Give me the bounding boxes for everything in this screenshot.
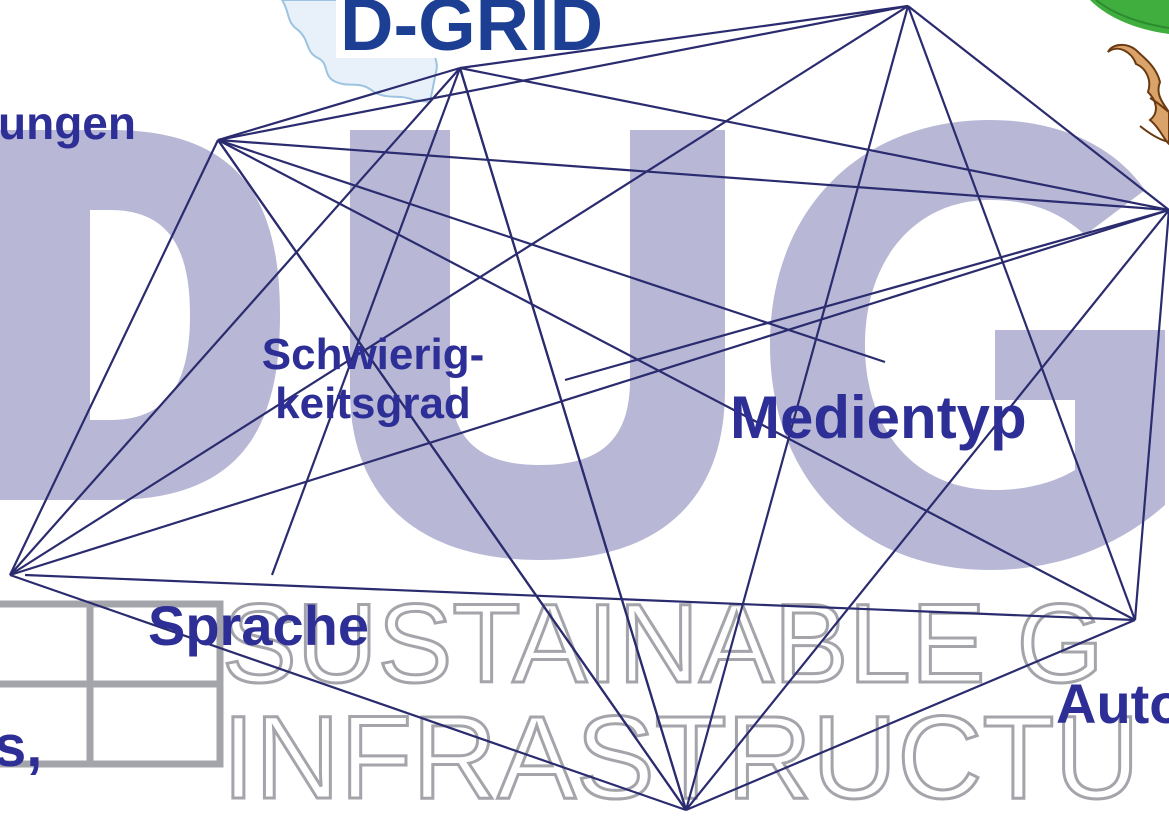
hand-icon: [1107, 44, 1169, 146]
label-schwierig-line-2: keitsgrad: [275, 379, 471, 429]
connection-line: [459, 66, 1169, 212]
label-auto: Auto: [1056, 672, 1169, 735]
connection-line: [9, 208, 1169, 577]
label-sprache: Sprache: [148, 594, 369, 657]
connection-line: [684, 5, 910, 811]
grid-logo-icon: [0, 600, 224, 768]
banner-line-1: SUSTAINABLE G: [222, 581, 1104, 706]
watermark-letter-g: [770, 120, 1165, 570]
connection-line: [217, 66, 461, 142]
label-schwierig-line-1: Schwierig-: [261, 330, 485, 379]
watermark-letter-d: [0, 130, 280, 500]
connection-line: [564, 208, 1169, 382]
connection-line: [217, 138, 886, 364]
connection-line: [270, 67, 462, 576]
banner-line-2: INFRASTRUCTU: [222, 692, 1140, 816]
connection-line: [217, 139, 687, 811]
connection-line: [1133, 209, 1169, 621]
watermark-letter-u: [350, 130, 725, 560]
connection-line: [24, 573, 1136, 622]
connection-line: [9, 139, 219, 576]
connection-line: [217, 139, 1136, 621]
connection-line: [906, 5, 1137, 621]
connection-line: [907, 5, 1169, 211]
label-comma-fragment: s,: [0, 714, 43, 779]
connection-line: [9, 5, 909, 576]
connection-line: [458, 67, 688, 811]
connection-line: [459, 4, 909, 70]
connection-line: [9, 67, 461, 576]
label-ungen: ungen: [0, 97, 136, 149]
connection-line: [9, 573, 687, 812]
connection-line: [217, 138, 1169, 212]
connection-line: [685, 209, 1169, 811]
label-medientyp: Medientyp: [730, 384, 1027, 451]
green-leaf-icon: [1090, 0, 1169, 34]
label-schwierigkeitsgrad: Schwierig- keitsgrad: [243, 330, 503, 429]
connection-line: [217, 4, 909, 142]
connection-line: [685, 618, 1136, 812]
